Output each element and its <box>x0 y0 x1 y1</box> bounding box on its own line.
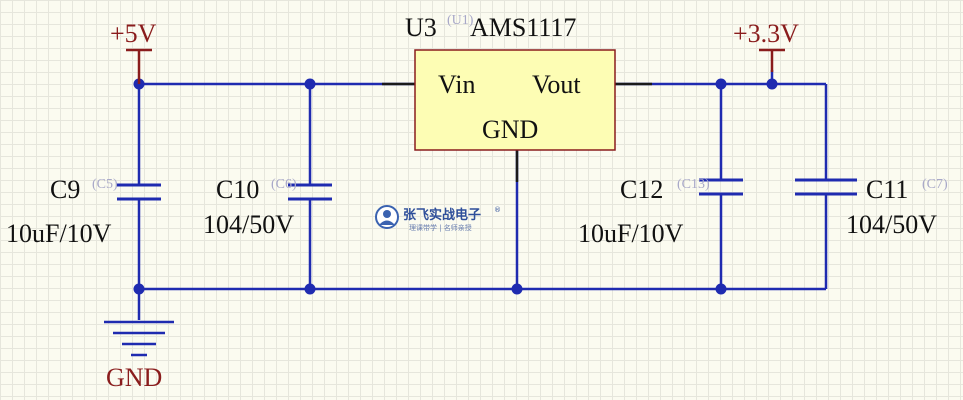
u3-ref: (U1) <box>447 13 474 28</box>
u3-designator: U3 <box>405 13 437 42</box>
junction-dot <box>766 78 778 90</box>
regulator-u3: U3 (U1) AMS1117 Vin Vout GND <box>382 13 652 182</box>
junction-dot <box>715 78 727 90</box>
u3-part-number: AMS1117 <box>470 13 576 42</box>
c10-ref: (C6) <box>271 177 297 192</box>
c11-designator: C11 <box>866 175 908 204</box>
capacitor-c12: C12 (C13) 10uF/10V <box>578 175 743 248</box>
junction-dot <box>715 283 727 295</box>
c9-value: 10uF/10V <box>6 219 112 248</box>
capacitor-c11: C11 (C7) 104/50V <box>795 175 948 239</box>
capacitor-c10: C10 (C6) 104/50V <box>203 175 332 239</box>
u3-pin-vin: Vin <box>438 70 475 99</box>
u3-pin-gnd: GND <box>482 115 538 144</box>
c12-designator: C12 <box>620 175 663 204</box>
junction-dot <box>511 283 523 295</box>
gnd-net-label: GND <box>106 363 162 392</box>
c11-ref: (C7) <box>922 177 948 192</box>
vout-power-port: +3.3V <box>733 19 799 72</box>
watermark-logo: 张飞实战电子 ® 理课带学 | 名师亲授 <box>375 205 501 232</box>
c10-value: 104/50V <box>203 210 294 239</box>
watermark-mark: ® <box>494 206 501 214</box>
c11-value: 104/50V <box>846 210 937 239</box>
junction-dots <box>133 78 778 295</box>
capacitor-c9: C9 (C5) 10uF/10V <box>6 175 161 248</box>
u3-pin-vout: Vout <box>532 70 581 99</box>
watermark-name: 张飞实战电子 <box>403 207 481 223</box>
c9-designator: C9 <box>50 175 80 204</box>
c12-value: 10uF/10V <box>578 219 684 248</box>
ground-symbol: GND <box>104 320 174 392</box>
vin-net-label: +5V <box>110 19 157 48</box>
vout-net-label: +3.3V <box>733 19 799 48</box>
c12-ref: (C13) <box>677 177 710 192</box>
c10-designator: C10 <box>216 175 259 204</box>
junction-dot <box>304 78 316 90</box>
vin-power-port: +5V <box>110 19 157 84</box>
junction-dot <box>304 283 316 295</box>
regulator-body <box>414 49 616 151</box>
junction-dot <box>133 283 145 295</box>
c9-ref: (C5) <box>92 177 118 192</box>
watermark-tagline: 理课带学 | 名师亲授 <box>409 223 472 232</box>
